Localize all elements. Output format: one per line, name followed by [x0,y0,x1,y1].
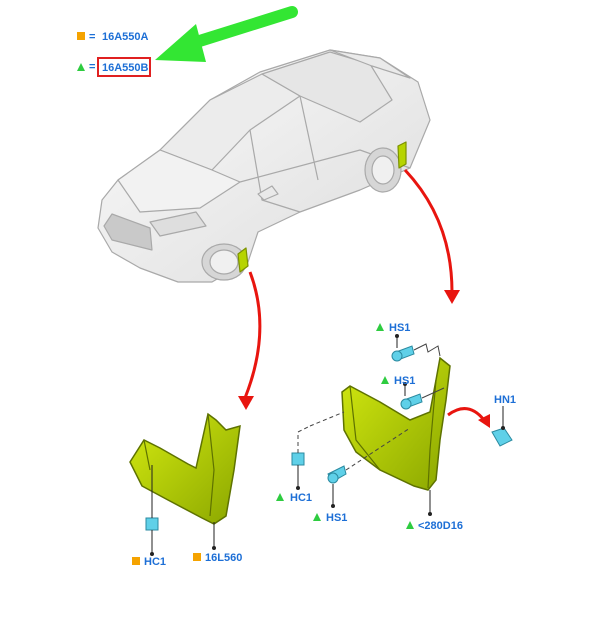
label-front-clip: HC1 [132,556,166,568]
square-icon [77,32,85,40]
car-rear-rim [371,155,395,185]
legend: = 16A550A = 16A550B [77,31,151,77]
car-grille [103,213,153,251]
label-rear-clip: HC1 [276,492,312,504]
legend-equals: = [89,31,95,43]
label-screw-top: HS1 [376,322,410,334]
rear-clip [291,452,305,466]
callout-arrows [238,168,490,428]
dashed-line [309,411,345,427]
label-front-flap: 16L560 [193,552,242,564]
label-rear-flap: <280D16 [406,520,463,532]
front-clip-label: HC1 [144,556,166,568]
legend-equals: = [89,61,95,73]
triangle-icon [406,521,414,529]
dashed-line [297,425,311,453]
car-front-flap-marker [237,247,249,273]
label-screw-bottom: HS1 [313,512,347,524]
triangle-icon [381,376,389,384]
dashed-line [421,387,445,399]
legend-code-16A550B: 16A550B [102,62,149,74]
triangle-icon [376,323,384,331]
legend-entry-square: = 16A550A [77,31,149,43]
screw-top-label: HS1 [389,322,410,334]
nut-label: HN1 [494,394,516,406]
car-illustration [97,49,431,283]
callout-arrow-front [243,271,262,399]
callout-arrow-rear [403,168,454,293]
screw-bottom-label: HS1 [326,512,347,524]
car-rear-flap-marker [397,141,407,169]
front-mudflap-edge [143,439,151,471]
rear-flap-label: <280D16 [418,520,463,532]
screw-mid [400,393,423,410]
triangle-icon [313,513,321,521]
front-mudflap-edge [207,413,215,517]
rear-mudflap-edge [427,379,437,489]
car-rear-window [329,49,411,79]
label-screw-mid: HS1 [381,375,415,387]
dashed-line [345,427,411,471]
triangle-icon [77,63,85,71]
label-nut: HN1 [494,394,516,406]
legend-code-16A550A: 16A550A [102,31,149,43]
screw-mid-label: HS1 [394,375,415,387]
square-icon [193,553,201,561]
front-left-mudflap-assembly: HC1 16L560 [129,412,242,568]
dashed-line [413,343,441,357]
triangle-icon [276,493,284,501]
front-flap-label: 16L560 [205,552,242,564]
front-mudflap [129,412,241,525]
legend-entry-triangle: = 16A550B [77,57,151,77]
screw-top [391,345,415,362]
rear-clip-label: HC1 [290,492,312,504]
square-icon [132,557,140,565]
rear-mudflap-edge [349,385,381,471]
car-door-line [299,95,319,181]
front-clip [145,517,159,531]
screw-bottom [327,465,347,484]
callout-arrow-nut [447,407,486,421]
car-door-line [249,129,301,213]
nut [491,427,513,447]
rear-right-mudflap-assembly: HS1 HS1 HN1 HC1 HS1 <280D16 [276,322,516,532]
highlight-box [97,57,151,77]
car-headlight [149,211,207,237]
pointer-arrow [155,6,298,62]
car-front-rim [209,249,239,275]
car-mirror [257,185,279,201]
